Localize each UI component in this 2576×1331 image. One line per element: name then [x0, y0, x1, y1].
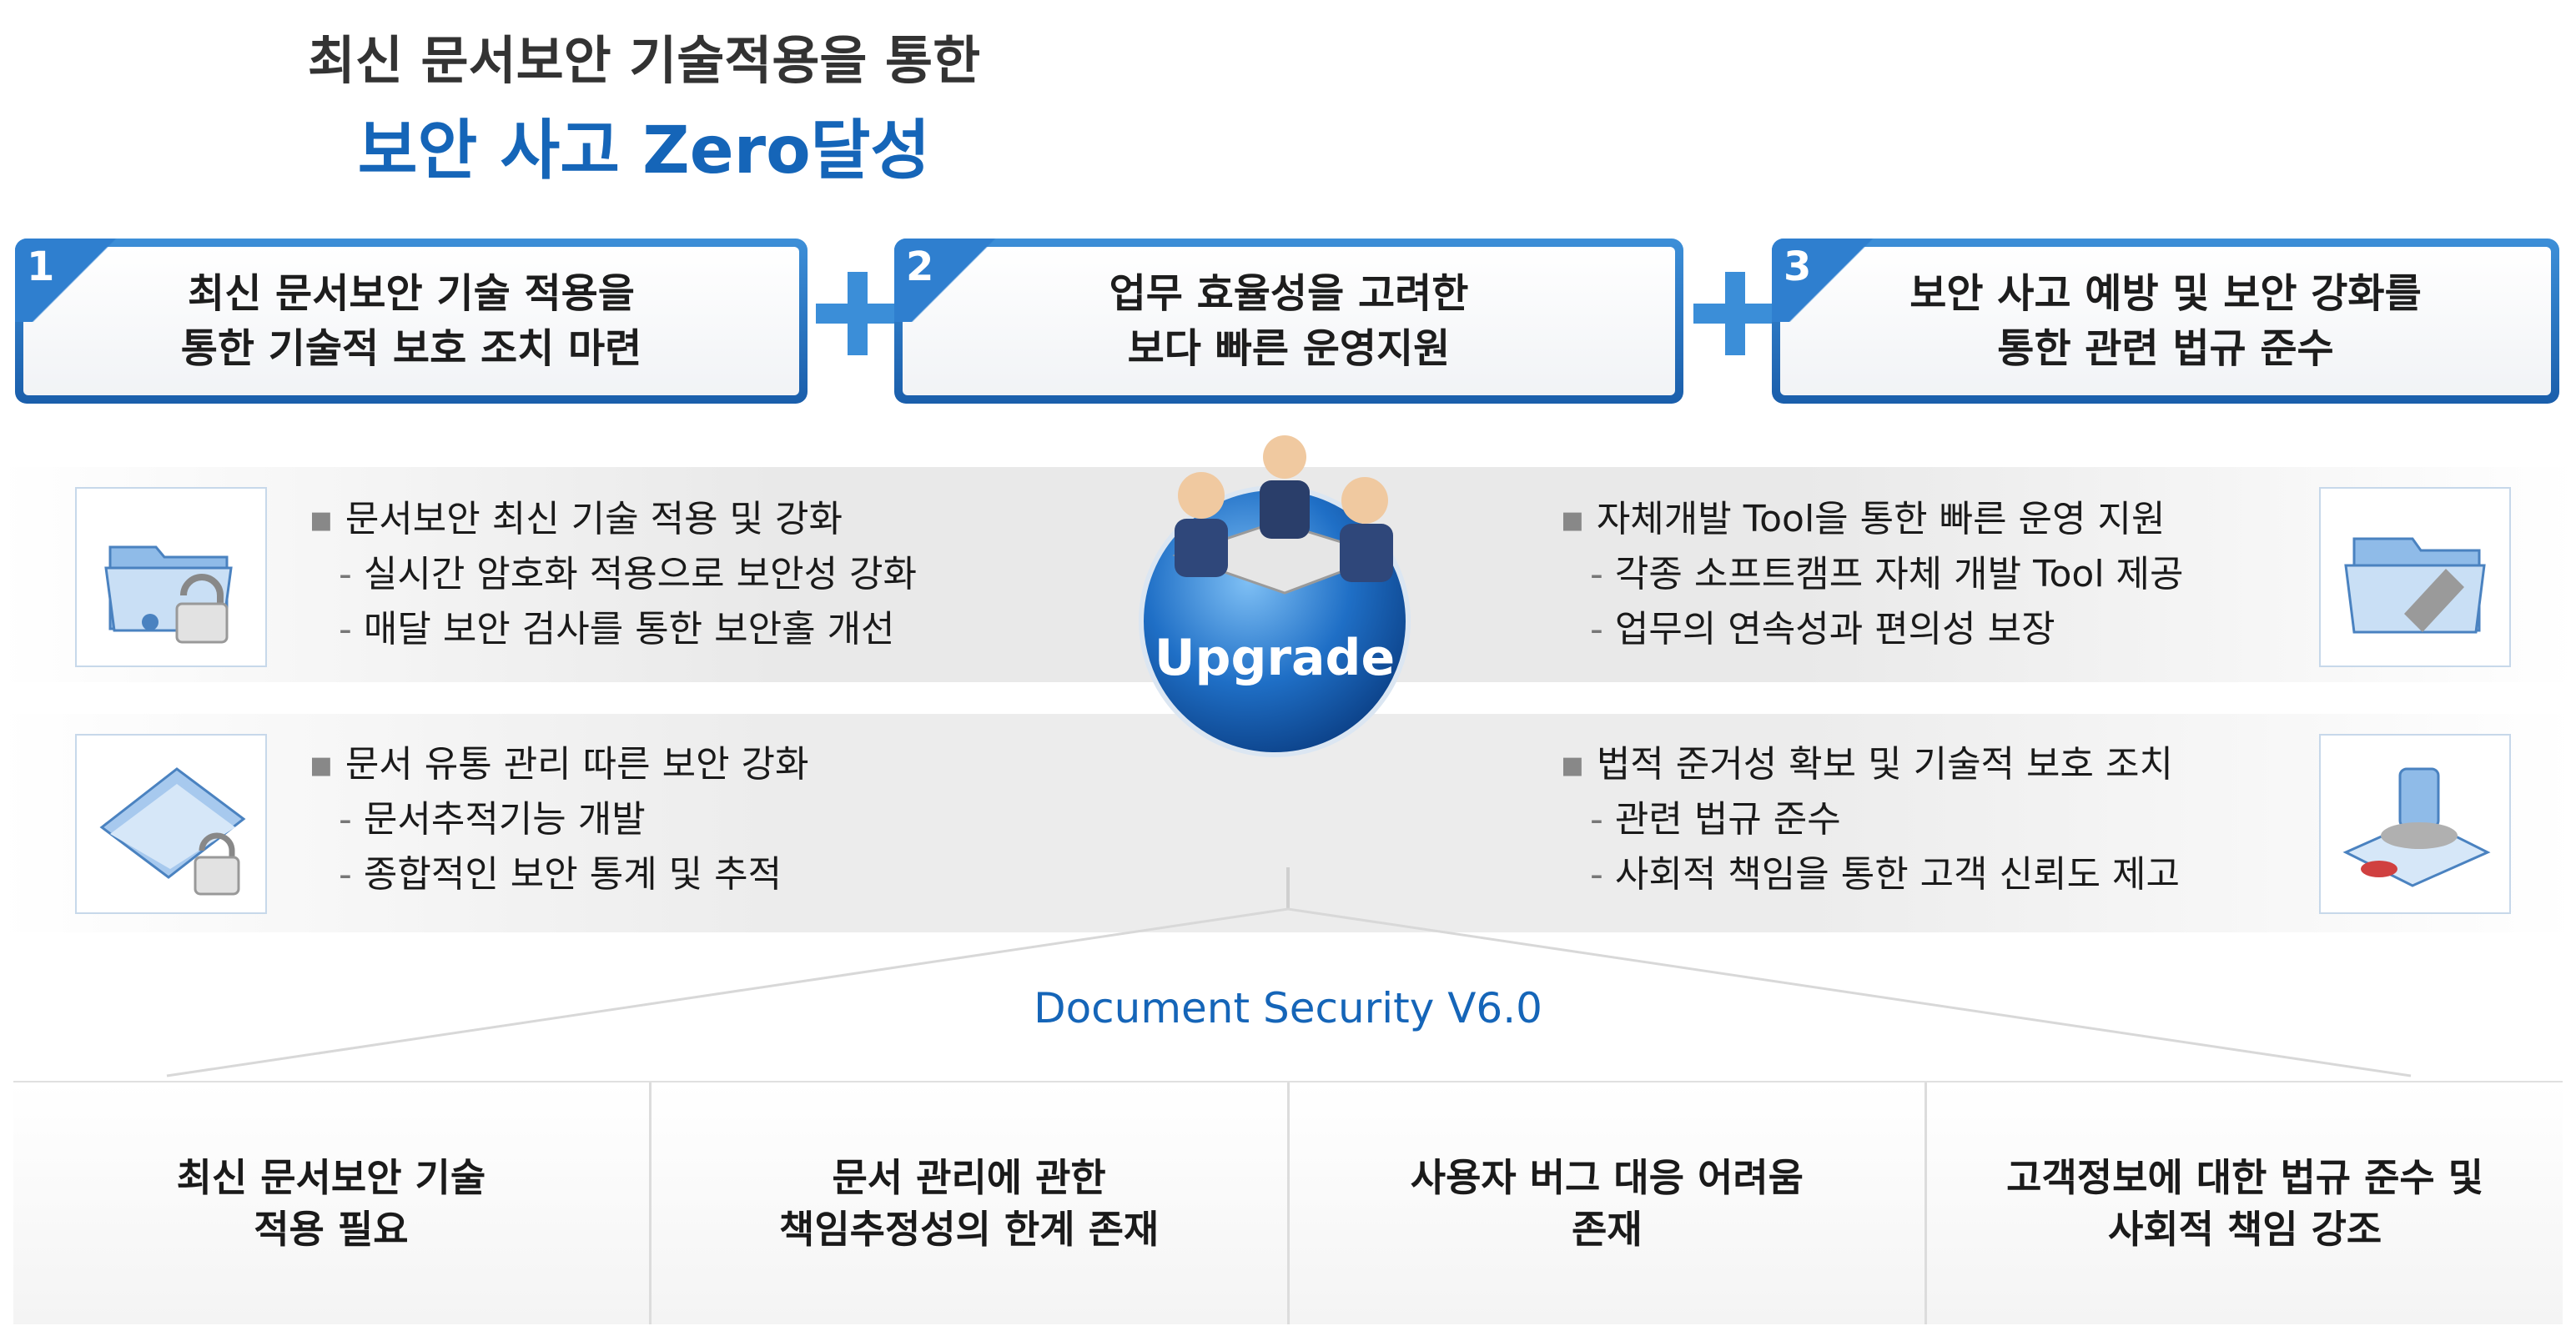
problem-line1: 사용자 버그 대응 어려움: [1410, 1155, 1804, 1200]
problem-line2: 사회적 책임 강조: [2107, 1207, 2382, 1252]
feature-left-bottom: 문서 유통 관리 따른 보안 강화 문서추적기능 개발 종합적인 보안 통계 및…: [309, 737, 809, 902]
problem-line1: 문서 관리에 관한: [832, 1155, 1106, 1200]
goal-1-number: 1: [27, 244, 55, 290]
goal-2-tab: [894, 239, 1019, 322]
title-line1: 최신 문서보안 기술적용을 통한: [307, 30, 981, 91]
problem-line2: 존재: [1572, 1207, 1643, 1252]
goal-2-line2: 보다 빠른 운영지원: [1127, 325, 1451, 372]
feature-sub: 문서추적기능 개발: [309, 792, 809, 847]
feature-sub: 매달 보안 검사를 통한 보안홀 개선: [309, 602, 917, 657]
feature-head: 법적 준거성 확보 및 기술적 보호 조치: [1560, 737, 2180, 792]
feature-sub: 업무의 연속성과 편의성 보장: [1560, 602, 2184, 657]
feature-sub: 사회적 책임을 통한 고객 신뢰도 제고: [1560, 847, 2180, 902]
feature-sub: 종합적인 보안 통계 및 추적: [309, 847, 809, 902]
goal-1-line2: 통한 기술적 보호 조치 마련: [180, 325, 642, 372]
feature-sub: 관련 법규 준수: [1560, 792, 2180, 847]
business-people-icon: [1172, 435, 1393, 595]
problem-line1: 최신 문서보안 기술: [176, 1155, 486, 1200]
feature-sub: 실시간 암호화 적용으로 보안성 강화: [309, 547, 917, 602]
problem-line2: 책임추정성의 한계 존재: [779, 1207, 1160, 1252]
goal-3-line2: 통한 관련 법규 준수: [1997, 325, 2334, 372]
feature-right-top: 자체개발 Tool을 통한 빠른 운영 지원 각종 소프트캠프 자체 개발 To…: [1560, 492, 2184, 657]
feature-left-top: 문서보안 최신 기술 적용 및 강화 실시간 암호화 적용으로 보안성 강화 매…: [309, 492, 917, 657]
folder-stamp-icon: [2319, 487, 2511, 667]
goal-2-line1: 업무 효율성을 고려한: [1109, 270, 1469, 317]
goal-1-tab: [15, 239, 140, 322]
upgrade-label: Upgrade: [1154, 629, 1396, 687]
plus-icon: [816, 272, 899, 355]
problem-line1: 고객정보에 대한 법규 준수 및: [2006, 1155, 2484, 1200]
goal-3-line1: 보안 사고 예방 및 보안 강화를: [1909, 270, 2422, 317]
title-line2: 보안 사고 Zero달성: [357, 113, 931, 188]
connector-lines: [166, 867, 2412, 1077]
feature-right-bottom: 법적 준거성 확보 및 기술적 보호 조치 관련 법규 준수 사회적 책임을 통…: [1560, 737, 2180, 902]
stamp-icon: [2319, 734, 2511, 914]
folder-lock-icon: [75, 487, 267, 667]
product-label: Document Security V6.0: [1034, 984, 1542, 1032]
feature-sub: 각종 소프트캠프 자체 개발 Tool 제공: [1560, 547, 2184, 602]
feature-head: 자체개발 Tool을 통한 빠른 운영 지원: [1560, 492, 2184, 547]
document-lock-icon: [75, 734, 267, 914]
goal-2-number: 2: [906, 244, 934, 290]
feature-head: 문서보안 최신 기술 적용 및 강화: [309, 492, 917, 547]
goal-3-tab: [1772, 239, 1897, 322]
problem-line2: 적용 필요: [254, 1207, 409, 1252]
goal-3-number: 3: [1784, 244, 1812, 290]
feature-head: 문서 유통 관리 따른 보안 강화: [309, 737, 809, 792]
plus-icon: [1693, 272, 1777, 355]
goal-1-line1: 최신 문서보안 기술 적용을: [188, 270, 635, 317]
